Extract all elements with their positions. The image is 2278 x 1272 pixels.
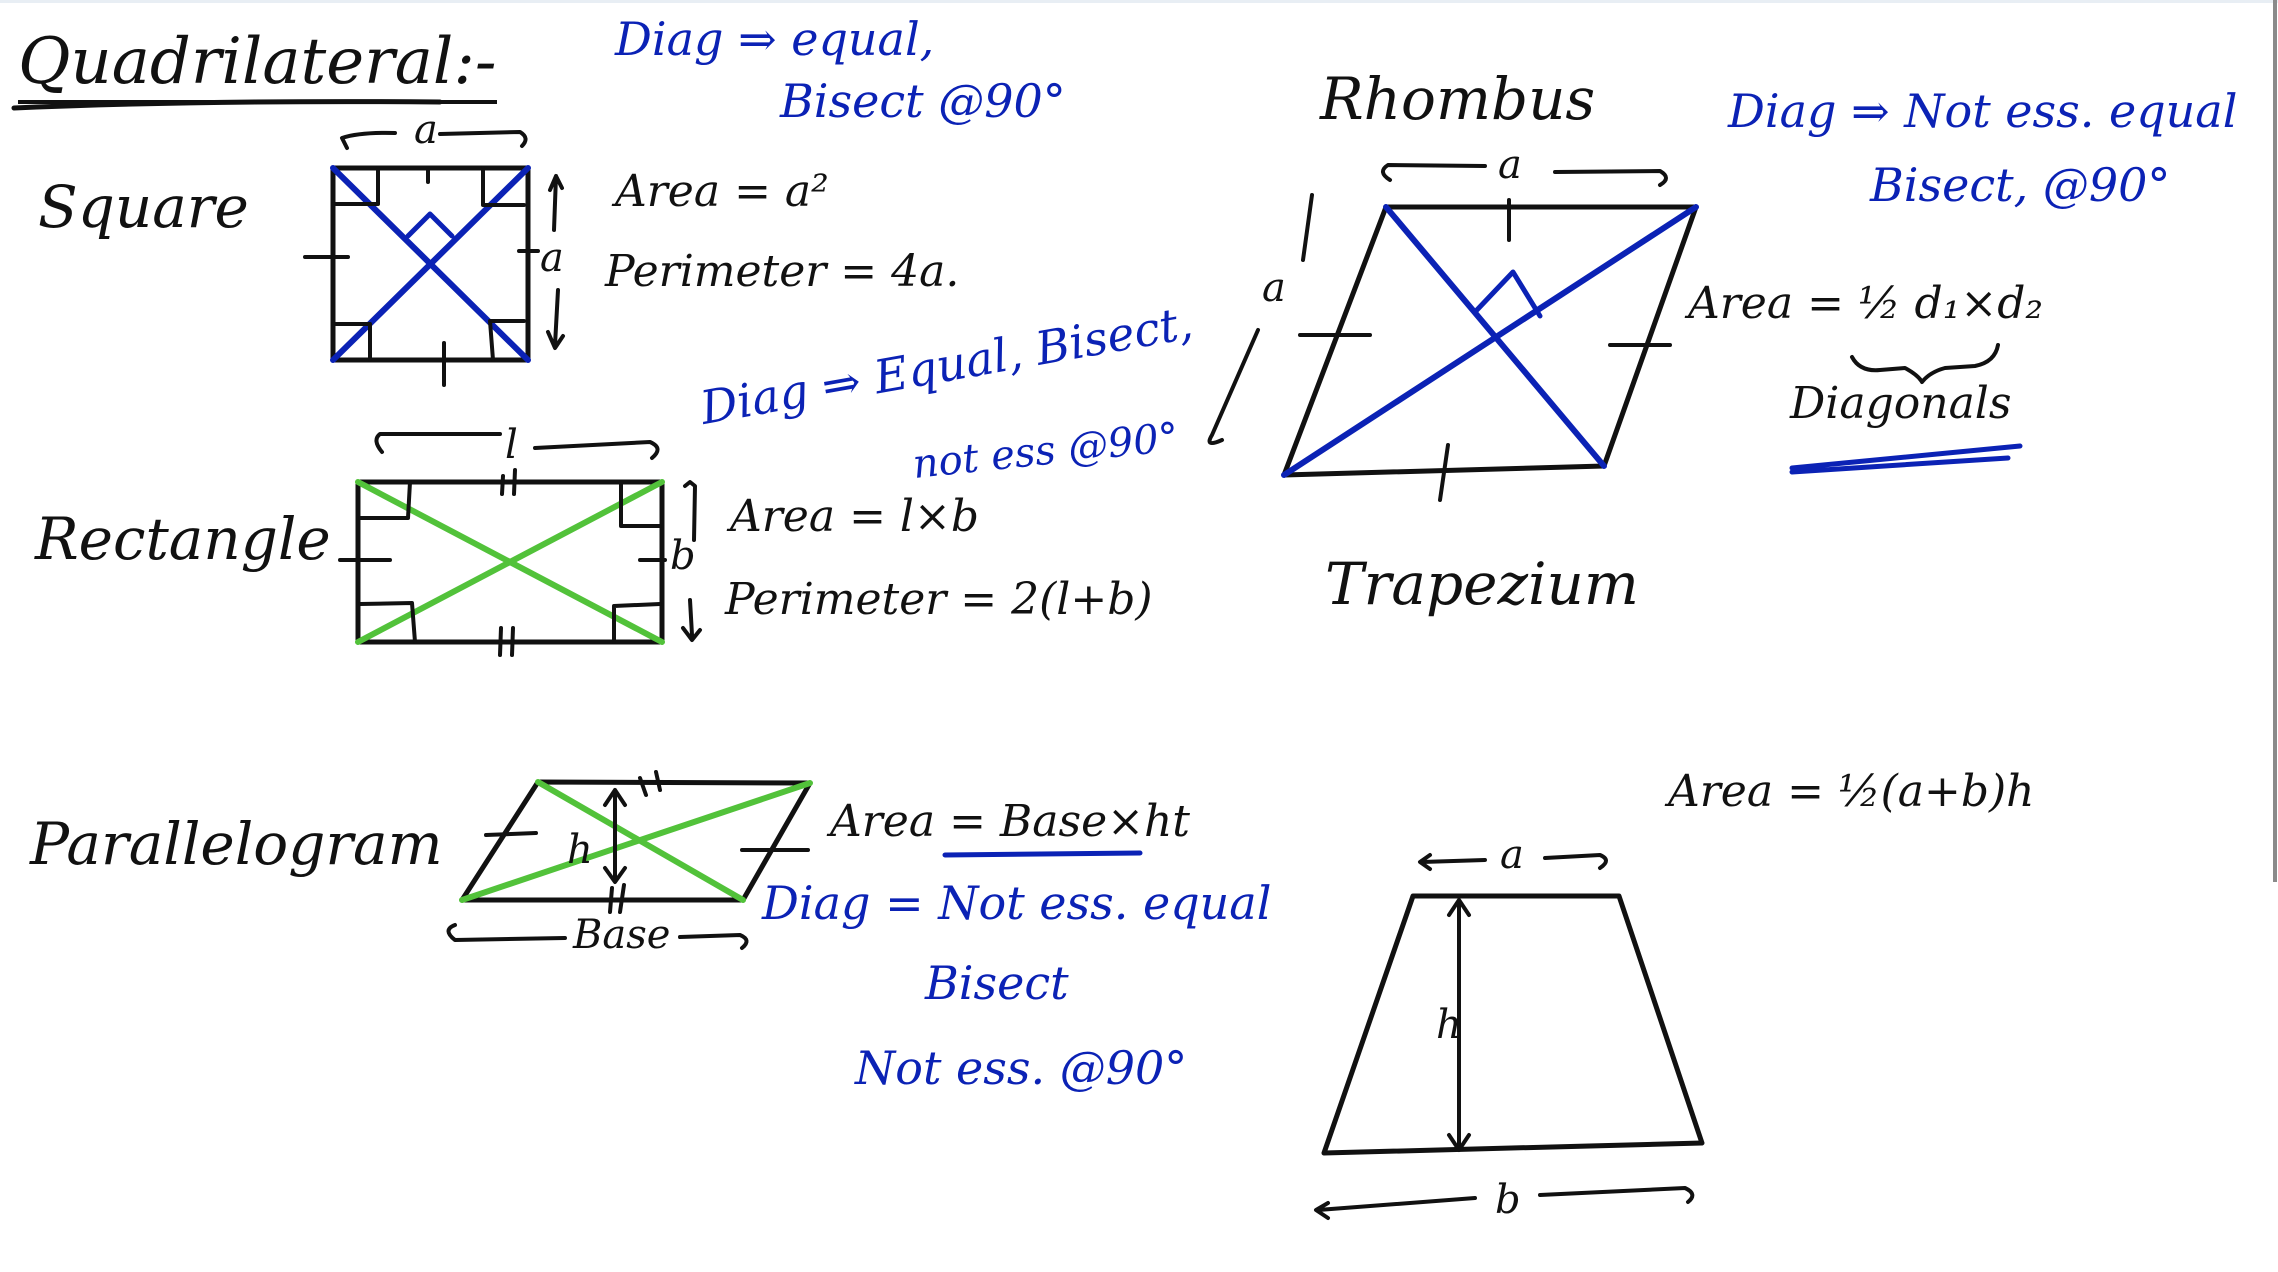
rhombus-side-label-left: a bbox=[1262, 265, 1286, 311]
square-figure bbox=[303, 130, 565, 387]
rhombus-area-formula: Area = ½ d₁×d₂ bbox=[1688, 278, 2044, 329]
rectangle-length-label: l bbox=[505, 422, 518, 468]
page-title: Quadrilateral:- bbox=[18, 30, 497, 104]
parallelogram-diagonals-note-line2: Bisect bbox=[925, 956, 1069, 1010]
rhombus-figure bbox=[1207, 163, 2023, 502]
canvas-edge bbox=[2273, 0, 2277, 882]
rhombus-side-label-top: a bbox=[1498, 142, 1522, 188]
rectangle-figure bbox=[338, 432, 702, 657]
rectangle-area-formula: Area = l×b bbox=[730, 491, 980, 542]
parallelogram-diagonals-note-line1: Diag = Not ess. equal bbox=[762, 876, 1272, 930]
rectangle-perimeter-formula: Perimeter = 2(l+b) bbox=[725, 574, 1153, 625]
parallelogram-label: Parallelogram bbox=[30, 810, 443, 878]
trapezium-area-formula: Area = ½(a+b)h bbox=[1668, 766, 2035, 817]
square-side-label-top: a bbox=[414, 107, 438, 153]
square-label: Square bbox=[38, 173, 249, 241]
parallelogram-base-label: Base bbox=[573, 912, 671, 958]
rhombus-label: Rhombus bbox=[1320, 65, 1596, 133]
square-side-label-right: a bbox=[540, 235, 564, 281]
square-perimeter-formula: Perimeter = 4a. bbox=[605, 246, 960, 297]
rhombus-area-brace-label: Diagonals bbox=[1790, 378, 2012, 429]
parallelogram-diagonals-note-line3: Not ess. @90° bbox=[855, 1041, 1188, 1095]
square-area-formula: Area = a² bbox=[615, 166, 829, 217]
rhombus-diagonals-note-line2: Bisect, @90° bbox=[1870, 158, 2171, 212]
square-diagonals-note-line2: Bisect @90° bbox=[780, 74, 1066, 128]
trapezium-height-label: h bbox=[1436, 1002, 1462, 1048]
parallelogram-area-underline bbox=[942, 850, 1143, 858]
rectangle-breadth-label: b bbox=[670, 533, 696, 579]
top-strip bbox=[0, 0, 2278, 3]
trapezium-label: Trapezium bbox=[1325, 550, 1639, 618]
parallelogram-figure bbox=[446, 770, 813, 950]
rhombus-diagonals-note-line1: Diag ⇒ Not ess. equal bbox=[1728, 84, 2238, 138]
square-diagonals-note-line1: Diag ⇒ equal, bbox=[615, 12, 935, 66]
rectangle-label: Rectangle bbox=[35, 505, 331, 573]
trapezium-bottom-label: b bbox=[1495, 1177, 1521, 1223]
trapezium-top-label: a bbox=[1500, 832, 1524, 878]
trapezium-figure bbox=[1314, 853, 1705, 1220]
parallelogram-height-label: h bbox=[567, 827, 593, 873]
parallelogram-area-formula: Area = Base×ht bbox=[830, 796, 1190, 847]
